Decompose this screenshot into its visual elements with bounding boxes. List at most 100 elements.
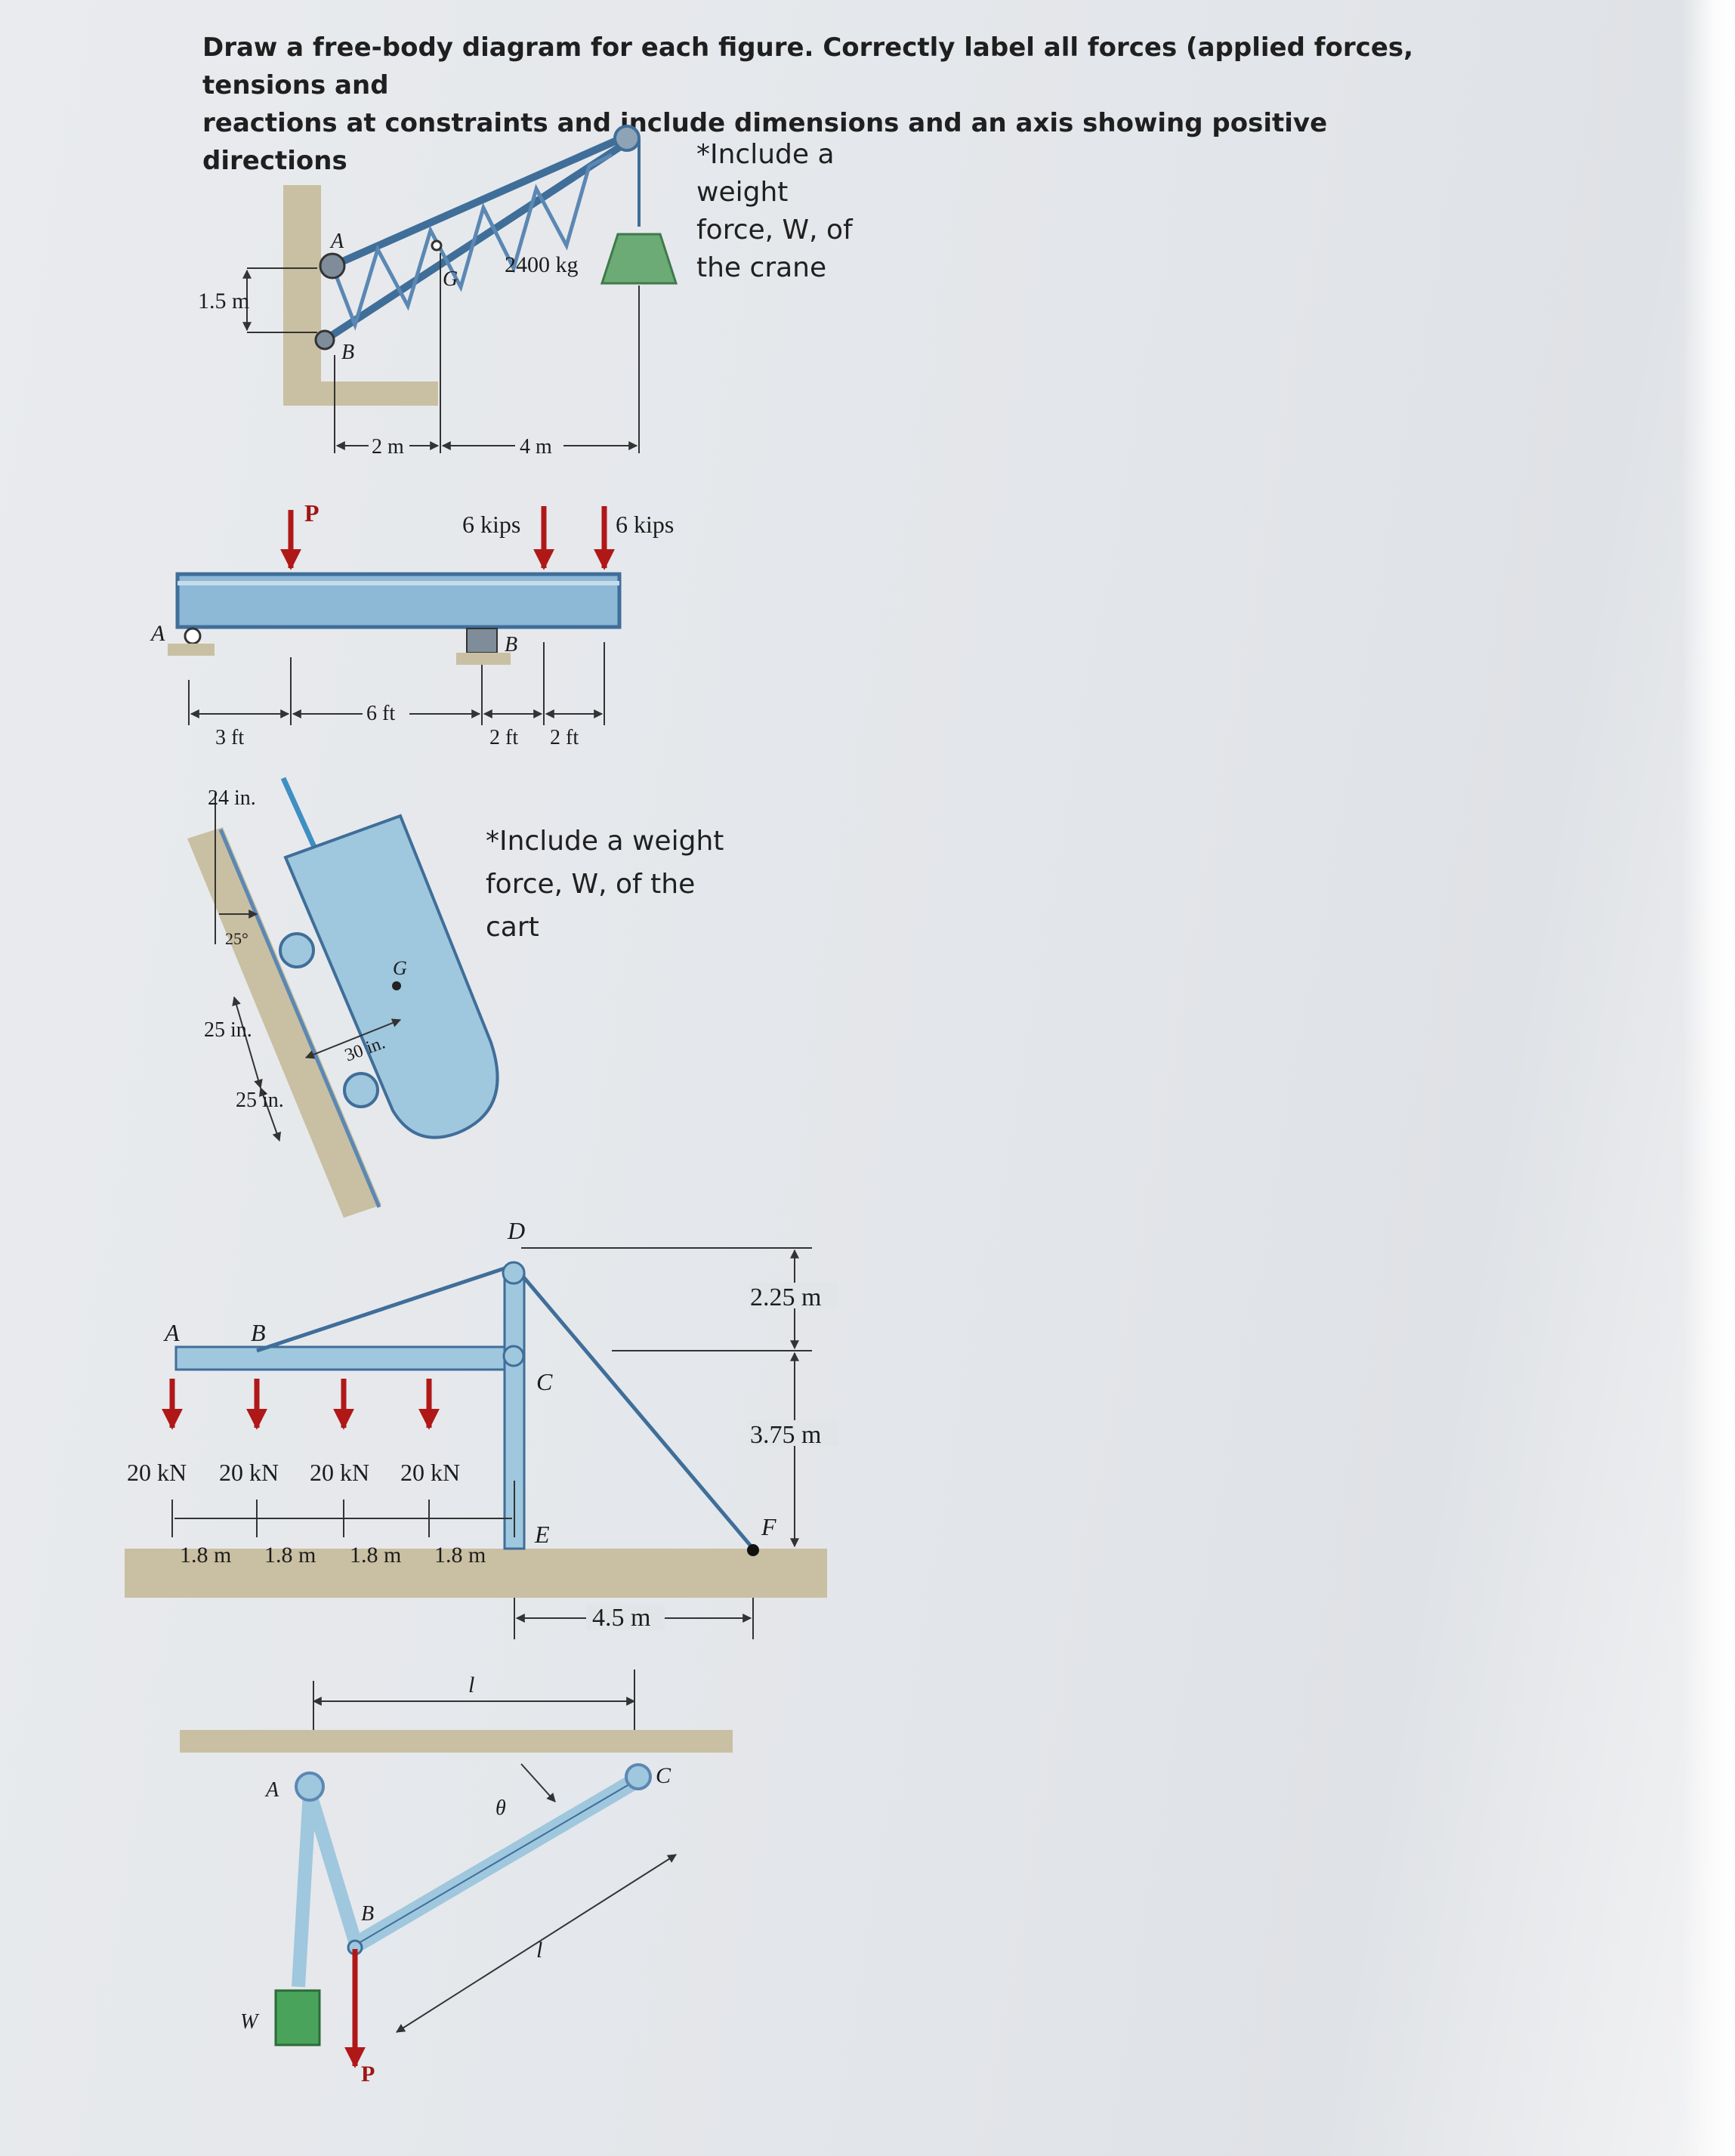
dim-arrow: [304, 1018, 402, 1059]
label-angle: 25°: [225, 929, 249, 948]
cable-bd: [256, 1263, 514, 1353]
label-dim1: 3 ft: [215, 726, 244, 749]
pin-c: [625, 1763, 652, 1790]
label-e: E: [534, 1521, 550, 1548]
note-line: *Include a weight: [486, 826, 724, 857]
label-b: B: [361, 1902, 374, 1926]
label-backing: [749, 1420, 838, 1446]
label-w: 4.5 m: [592, 1604, 650, 1632]
wheel-lower: [343, 1072, 379, 1108]
label-a: A: [163, 1319, 180, 1346]
label-dim2: 4 m: [520, 435, 552, 459]
label-w: W: [240, 2010, 260, 2034]
ground-base: [283, 381, 438, 406]
label-dim2: 6 ft: [366, 702, 395, 725]
note-line: force, W, of the: [486, 869, 696, 900]
instruction-line-1: Draw a free-body diagram for each figure…: [202, 32, 1414, 100]
note-line: force, W, of: [696, 215, 853, 246]
label-load: 20 kN: [127, 1459, 187, 1486]
label-h2: 3.75 m: [750, 1421, 821, 1449]
label-load: 20 kN: [219, 1459, 279, 1486]
label-b: B: [341, 341, 354, 364]
support-ground-a: [168, 644, 215, 656]
figure-crane: A B G 2400 kg 1.5 m 2 m 4 m: [198, 125, 678, 459]
boom-top-chord: [330, 132, 629, 270]
label-24in: 24 in.: [208, 786, 256, 810]
label-c: C: [656, 1763, 671, 1788]
pin-c: [502, 1345, 525, 1367]
paper-edge-glare: [1682, 0, 1735, 2156]
label-l-top: l: [468, 1673, 474, 1697]
pin-d: [502, 1261, 526, 1285]
figure-linkage: l l A B C W P θ: [180, 1670, 733, 2087]
figure-cart: 24 in. 25° 25 in. 25 in. 30 in. G: [187, 777, 499, 1218]
angle-arrow: [520, 1763, 556, 1802]
label-b: B: [251, 1319, 266, 1346]
label-b: B: [505, 633, 517, 656]
label-backing: [363, 703, 409, 722]
wall-post: [283, 185, 321, 404]
label-height: 1.5 m: [198, 289, 249, 314]
horizontal-member: [174, 1345, 510, 1371]
note-line: the crane: [696, 252, 827, 283]
label-backing: [369, 437, 409, 455]
pin-a: [319, 252, 346, 280]
label-g: G: [393, 957, 407, 979]
note-line: cart: [486, 912, 539, 943]
label-backing: [749, 1283, 838, 1308]
dim-arrow: [258, 1086, 282, 1142]
label-dim4: 2 ft: [550, 726, 579, 749]
label-backing: [515, 437, 563, 455]
link-ab: [303, 1790, 362, 1944]
anchor-f: [747, 1544, 759, 1556]
label-a: A: [150, 621, 165, 646]
ceiling: [180, 1730, 733, 1753]
label-c: C: [536, 1368, 553, 1395]
pulley: [613, 125, 641, 152]
label-p: P: [361, 2062, 375, 2087]
label-h1: 2.25 m: [750, 1283, 821, 1311]
label-mass: 2400 kg: [505, 252, 579, 277]
label-a: A: [329, 230, 344, 253]
label-dim3: 2 ft: [489, 726, 518, 749]
weight-block: [274, 1989, 321, 2046]
label-load2: 6 kips: [616, 511, 674, 538]
dim-arrow: [232, 996, 263, 1089]
label-load: 20 kN: [310, 1459, 369, 1486]
label-f: F: [761, 1513, 776, 1540]
pulley-a: [295, 1771, 325, 1802]
label-a: A: [264, 1778, 279, 1802]
cart-body: [283, 814, 499, 1139]
center-of-gravity: [392, 981, 401, 990]
note-line: *Include a: [696, 139, 835, 170]
instruction-line-2: reactions at constraints and include dim…: [202, 108, 1328, 176]
cable-df: [512, 1264, 755, 1550]
label-span: 1.8 m: [264, 1543, 316, 1568]
note-line: weight: [696, 177, 789, 208]
load-mass: [600, 233, 678, 285]
label-p: P: [304, 499, 320, 527]
label-25in-b: 25 in.: [236, 1089, 284, 1112]
support-ground-b: [456, 653, 511, 665]
dim-arrow-l-diag: [395, 1854, 678, 2033]
link-ab-left: [292, 1791, 316, 1988]
pin-support-a: [184, 627, 202, 645]
instructions: Draw a free-body diagram for each figure…: [202, 29, 1471, 180]
label-l-diag: l: [536, 1938, 542, 1963]
label-25in-a: 25 in.: [204, 1018, 252, 1042]
rail: [218, 829, 381, 1208]
label-load1: 6 kips: [462, 511, 520, 538]
crane-weight-note: *Include a weight force, W, of the crane: [696, 136, 853, 287]
cart-weight-note: *Include a weight force, W, of the cart: [486, 820, 724, 949]
label-d: D: [507, 1217, 525, 1244]
label-g: G: [443, 267, 458, 291]
label-span: 1.8 m: [350, 1543, 401, 1568]
figure-beam: P 6 kips 6 kips A B 3 ft 6 ft 2 ft 2 ft: [150, 499, 674, 749]
label-backing: [586, 1605, 665, 1630]
label-load: 20 kN: [400, 1459, 460, 1486]
boom-web: [330, 153, 613, 331]
inclined-plane: [187, 827, 381, 1218]
label-theta: θ: [495, 1796, 506, 1820]
